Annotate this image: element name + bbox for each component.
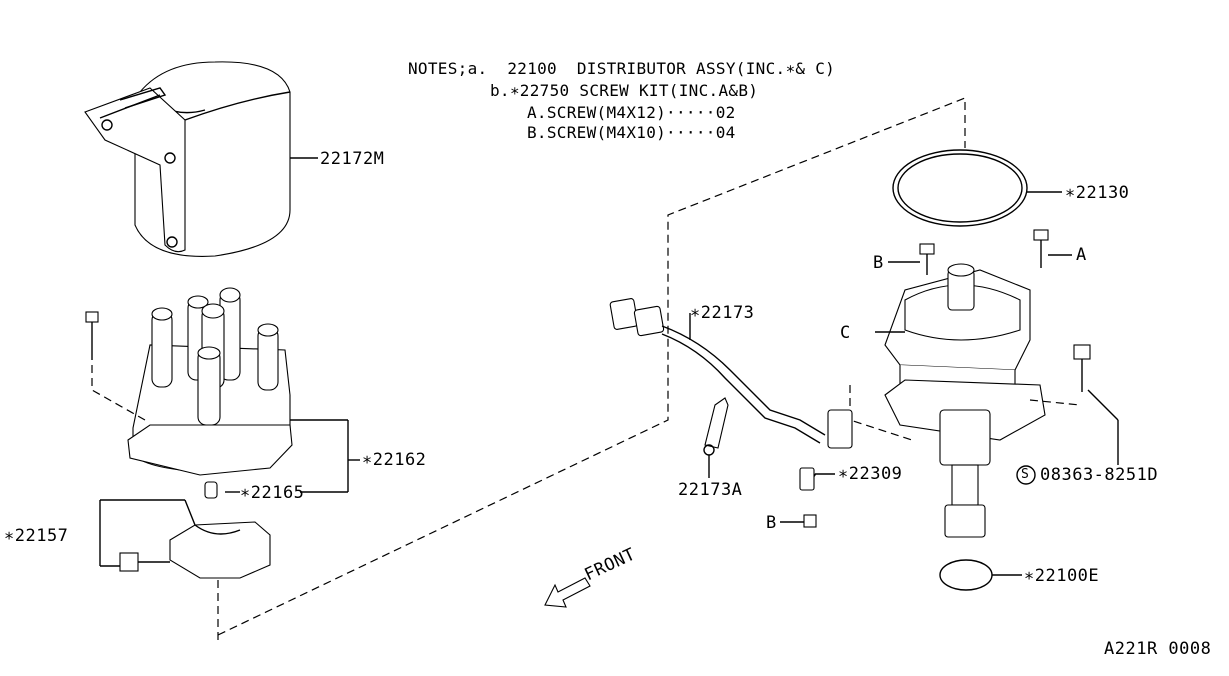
notes-line-4: B.SCREW(M4X10)·····04 xyxy=(527,123,736,142)
label-08363-8251d: 08363-8251D xyxy=(1040,465,1159,485)
cap-screw-drawing xyxy=(85,311,146,421)
distributor-body-drawing xyxy=(849,263,1081,538)
screw-a-drawing xyxy=(1033,229,1072,268)
distributor-cap-drawing xyxy=(127,287,360,493)
o-ring-drawing xyxy=(892,149,1062,227)
diagram-code: A221R 0008 xyxy=(1104,639,1212,659)
label-screw-a: A xyxy=(1076,245,1087,265)
label-22157: ∗22157 xyxy=(4,526,69,546)
guide-line-main xyxy=(217,97,966,636)
label-22165: ∗22165 xyxy=(240,483,305,503)
label-22309: ∗22309 xyxy=(838,464,903,484)
notes-line-1: NOTES;a. 22100 DISTRIBUTOR ASSY(INC.∗& C… xyxy=(408,59,836,78)
label-22100e: ∗22100E xyxy=(1024,566,1100,586)
front-arrow-icon xyxy=(544,577,591,608)
label-22173: ∗22173 xyxy=(690,303,755,323)
notes-line-2: b.∗22750 SCREW KIT(INC.A&B) xyxy=(490,81,759,100)
label-22172m: 22172M xyxy=(320,149,385,169)
distributor-cover-drawing xyxy=(84,61,318,257)
notes-line-3: A.SCREW(M4X12)·····02 xyxy=(527,103,736,122)
label-22162: ∗22162 xyxy=(362,450,427,470)
label-screw-b-top: B xyxy=(873,253,884,273)
screw-s-drawing xyxy=(1073,344,1119,465)
label-screw-b-bottom: B xyxy=(766,513,777,533)
label-s-mark: S xyxy=(1021,467,1030,482)
label-part-c: C xyxy=(840,323,851,343)
screw-b-top-drawing xyxy=(888,243,935,275)
rotor-drawing xyxy=(99,499,271,579)
harness-drawing xyxy=(609,298,853,528)
spring-22165-drawing xyxy=(204,481,240,499)
s-circle-mark xyxy=(1016,465,1036,485)
o-ring-22100e-drawing xyxy=(939,559,1022,591)
label-22173a: 22173A xyxy=(678,480,743,500)
label-22130: ∗22130 xyxy=(1065,183,1130,203)
